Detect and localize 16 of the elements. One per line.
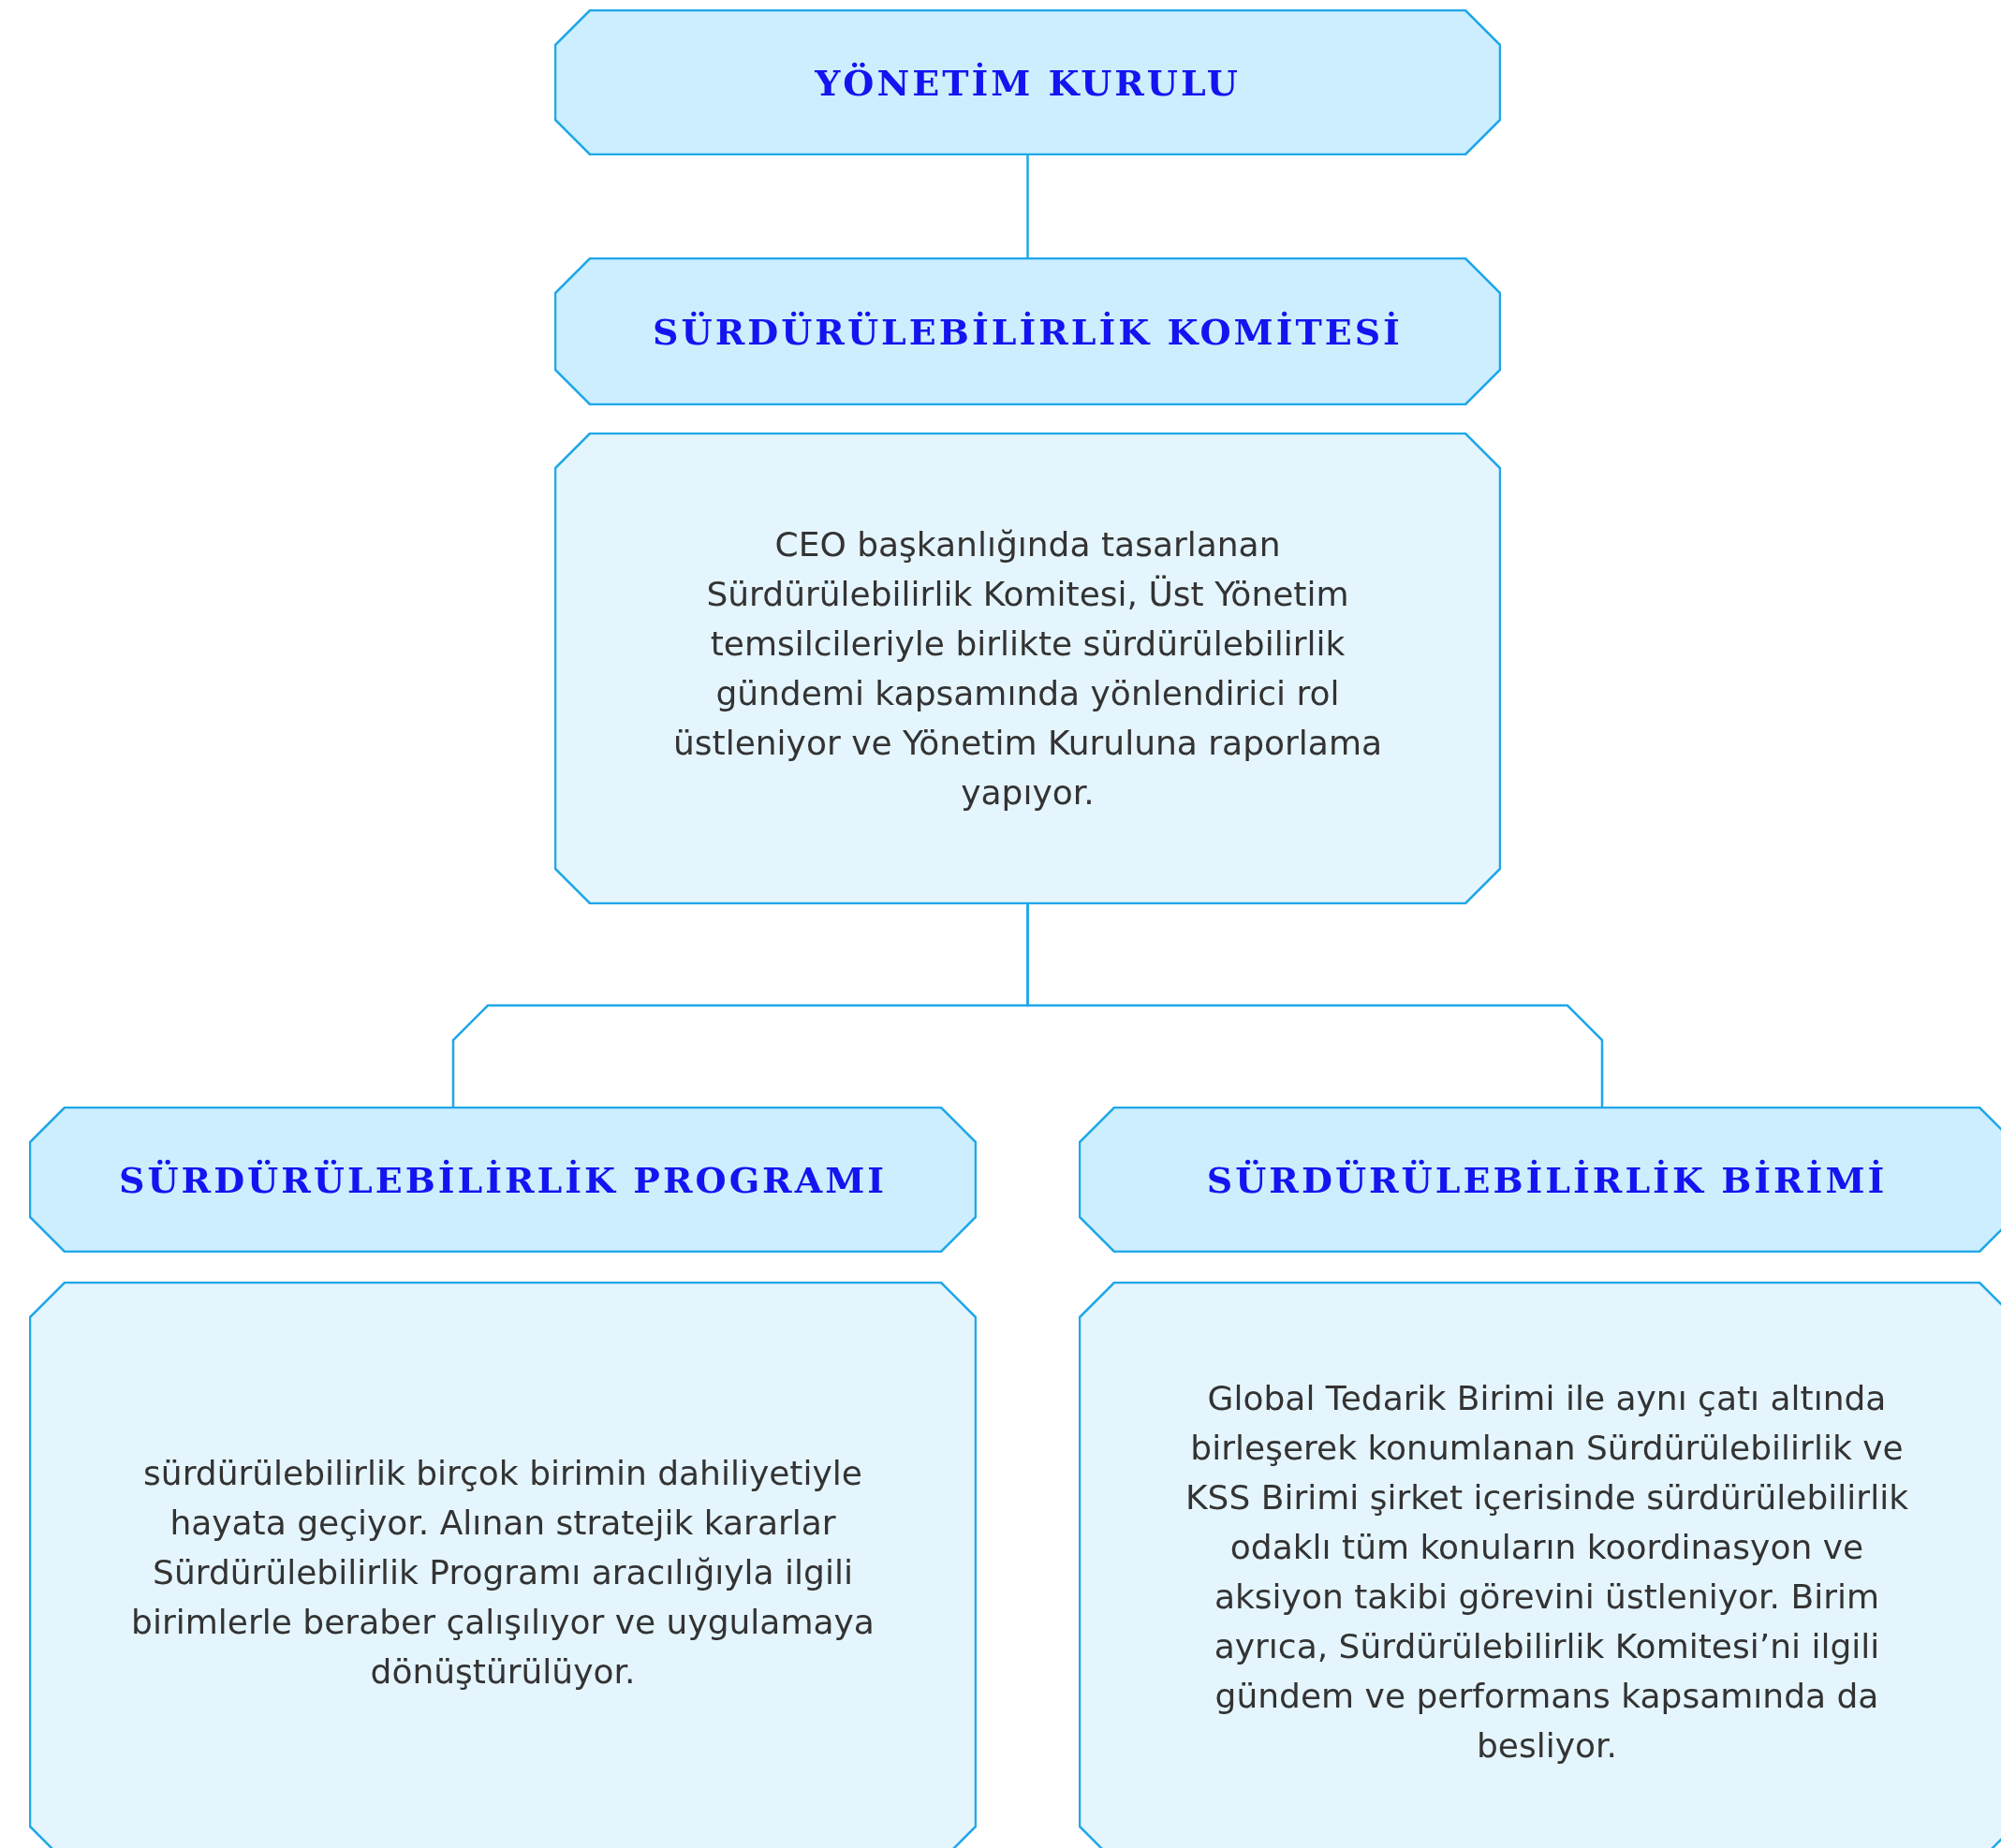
description-box	[1079, 1282, 2001, 1848]
heading-text: YÖNETİM KURULU	[815, 60, 1241, 106]
heading-box	[1079, 1107, 2001, 1253]
heading-box	[29, 1107, 977, 1253]
description-box	[554, 433, 1501, 904]
heading-text: SÜRDÜRÜLEBİLİRLİK KOMİTESİ	[653, 309, 1403, 355]
description-text: CEO başkanlığında tasarlanan Sürdürülebilirlik Komitesi, Üst Yönetim temsilcileriyle birlikte sürdürülebilirlik gündemi kapsamında yönlendirici rol üstleniyor ve Yönetim Kuruluna raporlama yapıyor.	[671, 524, 1384, 814]
heading-box	[554, 257, 1501, 405]
description-box	[29, 1282, 977, 1848]
heading-text: SÜRDÜRÜLEBİLİRLİK BİRİMİ	[1206, 1157, 1888, 1203]
description-text: sürdürülebilirlik birçok birimin dahiliyetiyle hayata geçiyor. Alınan stratejik kararlar Sürdürülebilirlik Programı aracılığıyla ilgili birimlerle beraber çalışılıyor ve uygulamaya dönüştürülüyor.	[130, 1452, 875, 1693]
description-text: Global Tedarik Birimi ile aynı çatı altında birleşerek konumlanan Sürdürülebilirlik ve KSS Birimi şirket içerisinde sürdürülebilirlik odaklı tüm konuların koordinasyon ve aksiyon takibi görevini üstleniyor. Birim ayrıca, Sürdürülebilirlik Komitesi’ni ilgili gündem ve performans kapsamında da besliyor.	[1184, 1378, 1910, 1767]
heading-box	[554, 9, 1501, 155]
connector-line	[1026, 155, 1029, 257]
connector-line	[1026, 904, 1604, 1107]
heading-text: SÜRDÜRÜLEBİLİRLİK PROGRAMI	[119, 1157, 887, 1203]
